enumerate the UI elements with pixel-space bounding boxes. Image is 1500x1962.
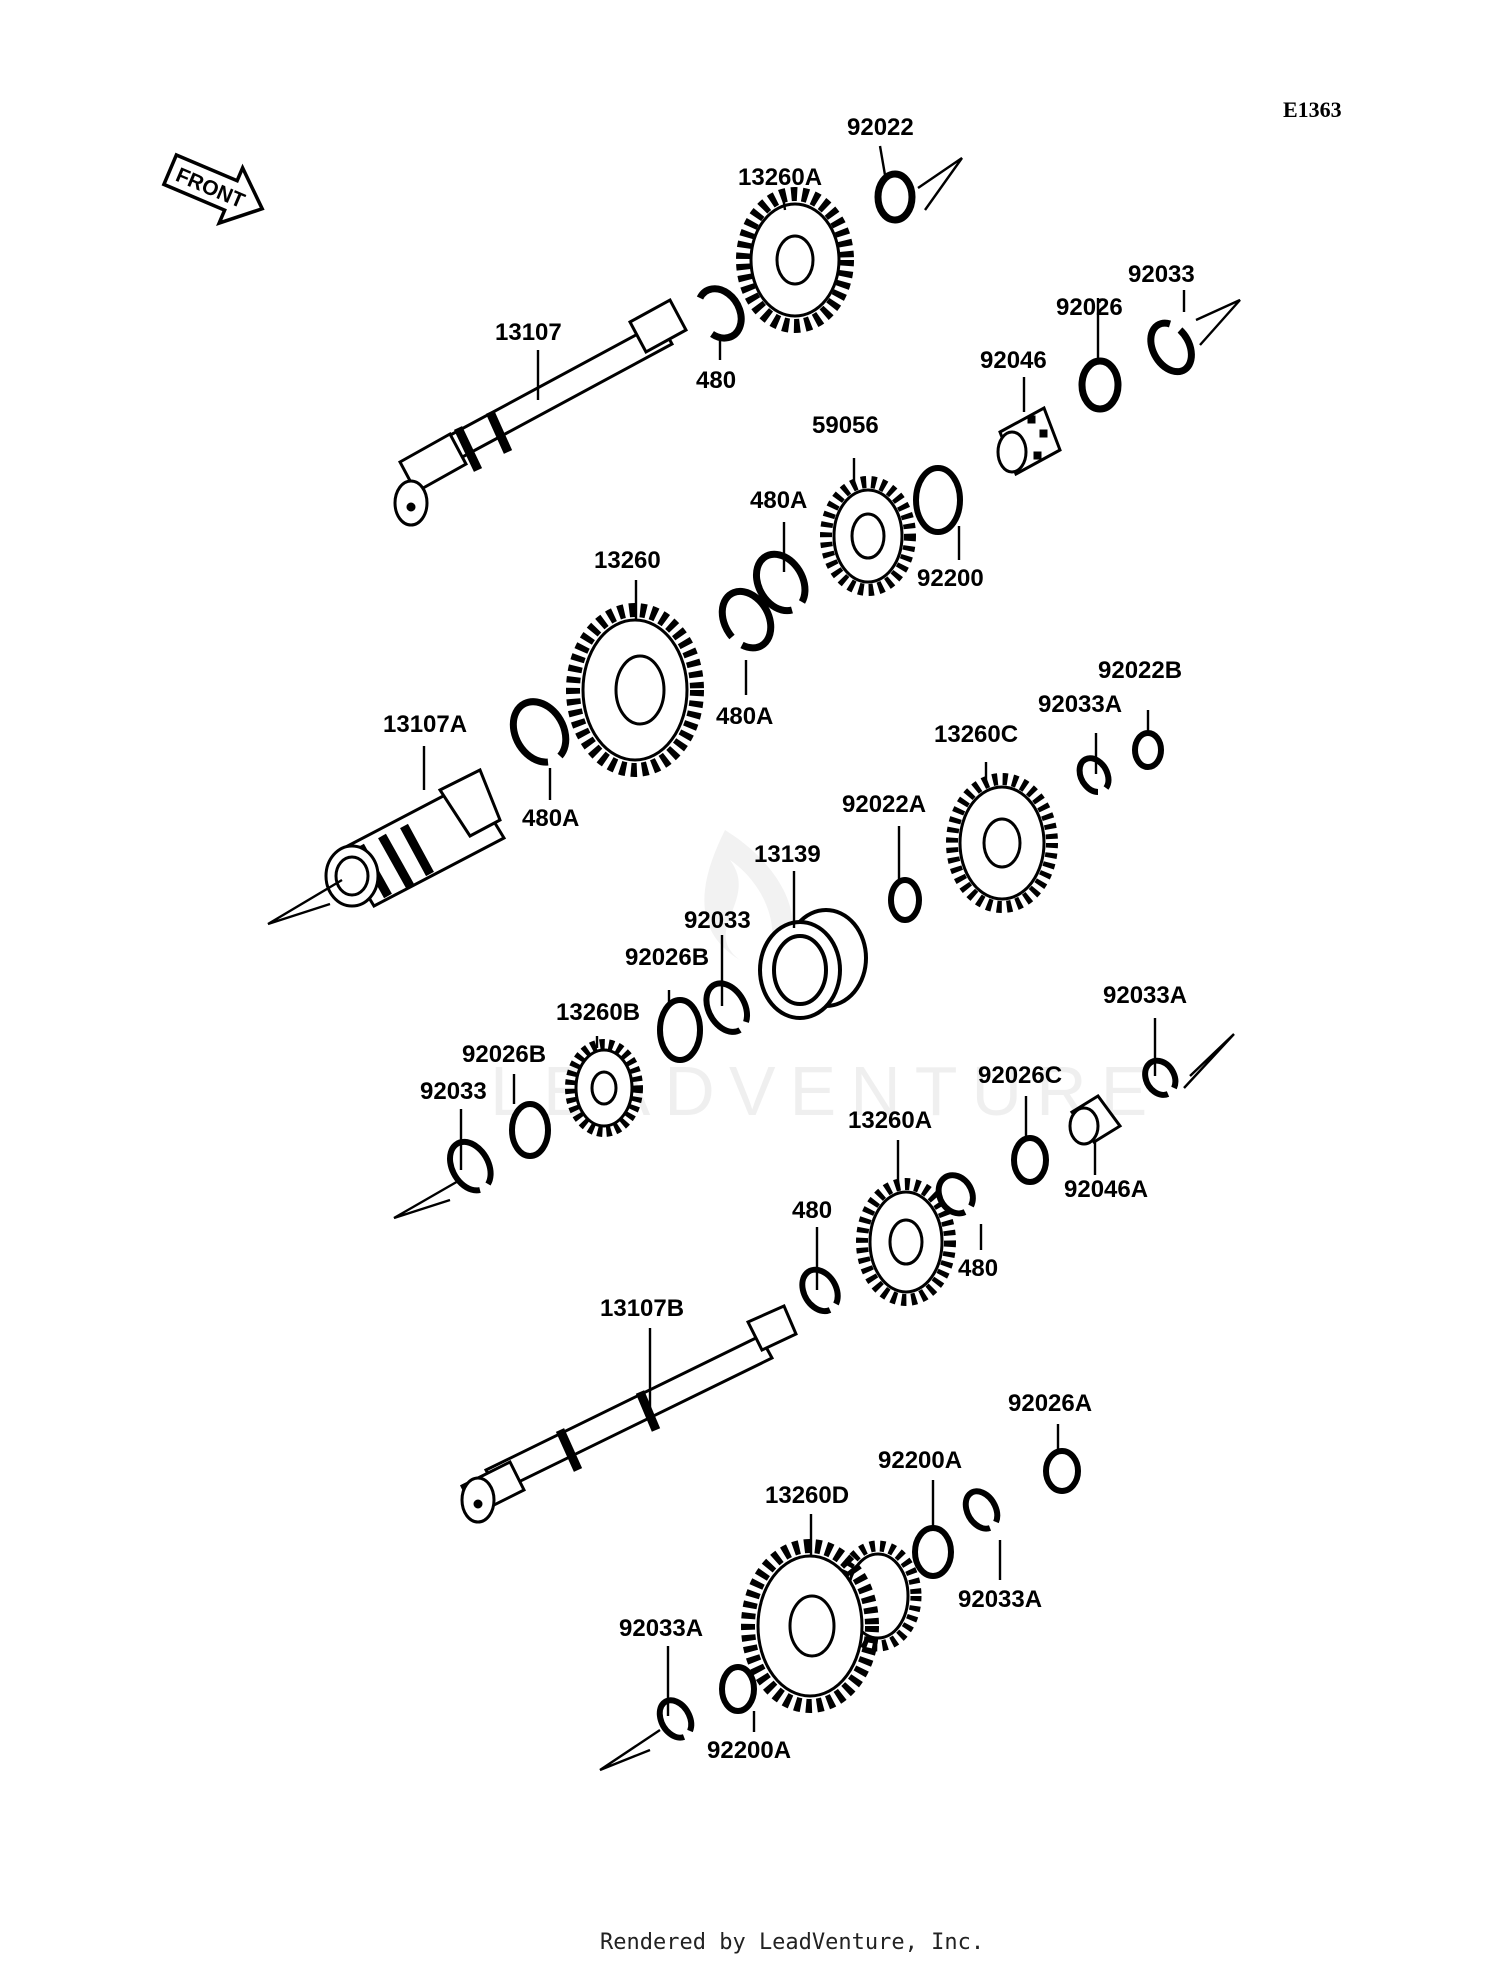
- label-92026b-a: 92026B: [625, 944, 709, 971]
- washer-92200: [913, 465, 963, 535]
- washer-92200a-b: [719, 1664, 757, 1714]
- label-92200a-a: 92200A: [878, 1447, 962, 1474]
- washer-92026: [1078, 357, 1122, 413]
- snap-ring-92033a-c: [962, 1488, 1001, 1532]
- label-92022b: 92022B: [1098, 657, 1182, 684]
- label-92022a: 92022A: [842, 791, 926, 818]
- label-13260a-top: 13260A: [738, 164, 822, 191]
- snap-ring-480a-a: [752, 550, 809, 615]
- label-480a-c: 480A: [522, 805, 579, 832]
- collar-13139: [758, 908, 868, 1020]
- label-13107: 13107: [495, 319, 562, 346]
- snap-ring-92033a-a: [1076, 755, 1112, 795]
- label-92046a: 92046A: [1064, 1176, 1148, 1203]
- gear-59056: [820, 476, 916, 596]
- gear-13260a-low: [856, 1178, 956, 1306]
- label-59056: 59056: [812, 412, 879, 439]
- label-13260c: 13260C: [934, 721, 1018, 748]
- snap-ring-480-c: [799, 1266, 841, 1315]
- bearing-92046a: [1068, 1093, 1123, 1146]
- label-13107b: 13107B: [600, 1295, 684, 1322]
- gear-13260a-top: [736, 187, 854, 333]
- diagram-code: E1363: [1283, 97, 1342, 122]
- leader-lines: [422, 145, 1186, 1732]
- shaft-13107b: [459, 1304, 798, 1524]
- washer-92022a: [888, 877, 922, 923]
- label-13139: 13139: [754, 841, 821, 868]
- gear-13260d: [741, 1539, 922, 1713]
- label-92200a-b: 92200A: [707, 1737, 791, 1764]
- snap-ring-92033a-b: [1142, 1057, 1179, 1098]
- front-arrow-icon: FRONT: [161, 152, 265, 226]
- shaft-13107: [393, 297, 689, 527]
- washer-92022b: [1132, 730, 1164, 770]
- label-92046: 92046: [980, 347, 1047, 374]
- label-13260a-low: 13260A: [848, 1107, 932, 1134]
- label-92033a-c: 92033A: [958, 1586, 1042, 1613]
- label-480-b: 480: [792, 1197, 832, 1224]
- snap-ring-92033a-d: [656, 1697, 695, 1741]
- label-92033-top: 92033: [1128, 261, 1195, 288]
- label-92033a-a: 92033A: [1038, 691, 1122, 718]
- snap-ring-480a-c: [509, 698, 570, 766]
- label-480-c: 480: [958, 1255, 998, 1282]
- washer-92026a: [1043, 1448, 1081, 1494]
- label-92026c: 92026C: [978, 1062, 1062, 1089]
- washer-92200a-a: [912, 1525, 954, 1579]
- label-92022: 92022: [847, 114, 914, 141]
- gear-13260: [566, 603, 704, 777]
- label-92200: 92200: [917, 565, 984, 592]
- snap-ring-480a-b: [718, 587, 775, 652]
- washer-92026b-b: [509, 1101, 551, 1159]
- label-92033-mid: 92033: [684, 907, 751, 934]
- label-13107a: 13107A: [383, 711, 467, 738]
- snap-ring-92033-mid: [703, 980, 751, 1035]
- label-13260b: 13260B: [556, 999, 640, 1026]
- label-92026a: 92026A: [1008, 1390, 1092, 1417]
- washer-92026c: [1011, 1135, 1049, 1185]
- washer-92022: [874, 170, 916, 224]
- snap-ring-92033-top: [1147, 319, 1195, 376]
- footer-credit: Rendered by LeadVenture, Inc.: [600, 1930, 984, 1955]
- label-13260: 13260: [594, 547, 661, 574]
- snap-ring-480-b: [935, 1172, 976, 1217]
- gear-13260b: [565, 1039, 643, 1137]
- shaft-13107a: [324, 767, 507, 908]
- label-480a-a: 480A: [750, 487, 807, 514]
- label-92026b-b: 92026B: [462, 1041, 546, 1068]
- bearing-92046: [996, 405, 1062, 477]
- snap-ring-480-top: [696, 285, 745, 342]
- label-480-top: 480: [696, 367, 736, 394]
- label-92033a-b: 92033A: [1103, 982, 1187, 1009]
- gear-13260c: [946, 773, 1058, 913]
- label-92033a-d: 92033A: [619, 1615, 703, 1642]
- label-13260d: 13260D: [765, 1482, 849, 1509]
- washer-92026b-a: [657, 997, 703, 1063]
- part-labels: 92022 13260A 13107 480 92033 92026 92046…: [383, 114, 1195, 1764]
- snap-ring-92033-low: [447, 1138, 494, 1194]
- label-92033-low: 92033: [420, 1078, 487, 1105]
- label-480a-b: 480A: [716, 703, 773, 730]
- label-92026: 92026: [1056, 294, 1123, 321]
